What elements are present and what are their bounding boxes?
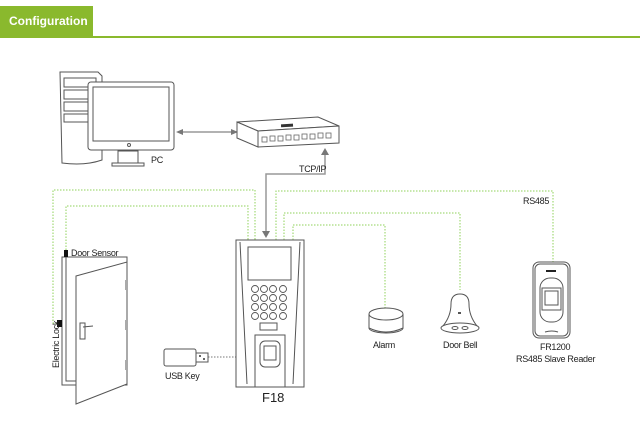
usb-key-icon [163,348,209,367]
door-sensor-icon [64,250,68,257]
network-links [176,129,329,238]
network-switch-icon [236,116,340,148]
fr1200-reader-icon [532,261,571,339]
arrow-left-icon [176,129,183,135]
wire-door-bell [283,212,461,290]
arrow-down-icon [262,231,270,238]
arrow-right-icon [231,129,238,135]
f18-device-icon [235,239,305,388]
section-tab-configuration[interactable]: Configuration [0,6,93,36]
f18-label: F18 [262,390,284,405]
door-bell-icon [440,293,480,334]
pc-icon [59,71,175,167]
tcpip-link [265,155,326,233]
wire-door-sensor [65,205,249,250]
electric-lock-icon [57,320,62,327]
electric-lock-label: Electric Lock [51,320,61,368]
door-icon [61,256,128,405]
tcpip-label: TCP/IP [299,164,327,174]
alarm-label: Alarm [373,340,395,350]
wiring [52,189,554,358]
section-divider [0,36,640,38]
fr1200-desc-label: RS485 Slave Reader [516,354,595,364]
rs485-label: RS485 [523,196,549,206]
door-sensor-label: Door Sensor [71,248,119,258]
fr1200-model-label: FR1200 [540,342,571,352]
alarm-icon [368,307,404,334]
pc-label: PC [151,155,164,165]
door-bell-label: Door Bell [443,340,478,350]
wire-rs485 [275,190,554,262]
usb-key-label: USB Key [165,371,200,381]
arrow-up-icon [321,148,329,155]
wire-alarm [292,224,386,308]
